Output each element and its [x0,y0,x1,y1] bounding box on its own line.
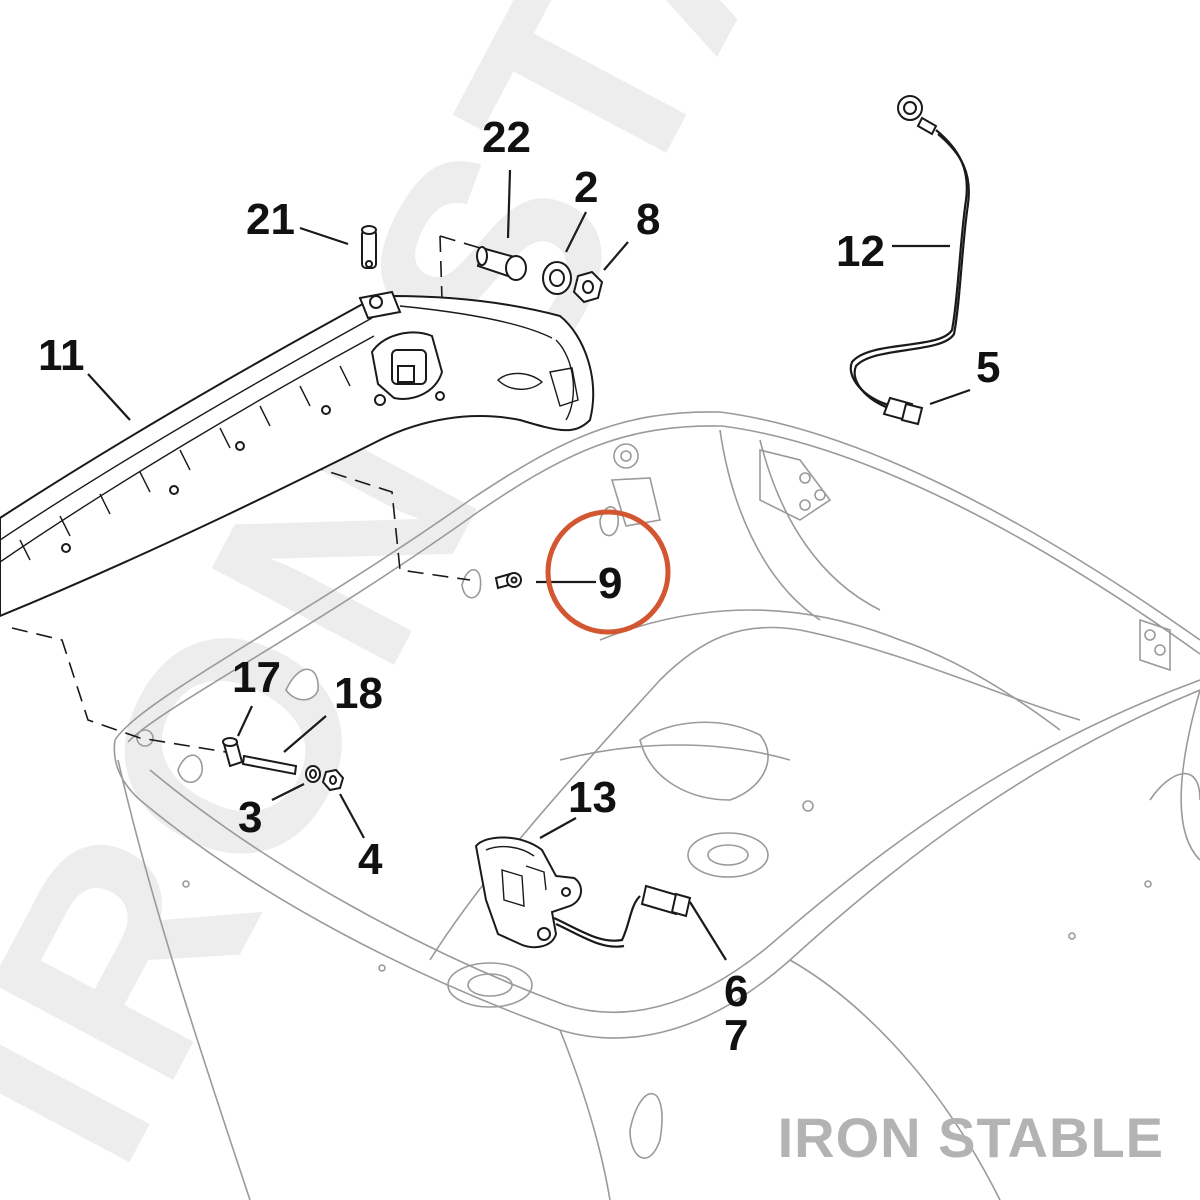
callout-22: 22 [482,113,531,162]
callout-4: 4 [358,835,383,884]
part-4-nut [321,768,345,792]
callout-5: 5 [976,343,1000,392]
part-2-washer [542,261,572,295]
callout-numbers: 22 2 8 21 12 11 5 9 17 18 3 4 13 6 7 [38,113,1000,1060]
part-17-sleeve [222,737,244,768]
callout-9: 9 [598,559,622,608]
brand-logo-text: IRON STABLE [777,1106,1164,1169]
part-21-pin [361,225,377,269]
callout-2: 2 [574,163,598,212]
callout-7: 7 [724,1011,748,1060]
highlight-circle [545,509,671,635]
part-12-harness [849,95,970,426]
callout-8: 8 [636,195,660,244]
callout-6: 6 [724,967,748,1016]
callout-21: 21 [246,195,295,244]
callout-11: 11 [38,331,85,380]
part-18-rod [241,754,298,776]
part-22-bushing [476,246,527,281]
part-8-nut [572,270,604,304]
part-3-washer [305,765,321,783]
part-9-screw [494,572,522,590]
callout-3: 3 [238,793,262,842]
lid-trim-rail [0,290,595,618]
callout-13: 13 [568,773,617,822]
callout-12: 12 [836,227,885,276]
callout-17: 17 [232,653,281,702]
part-13-latch [474,836,692,949]
callout-leaders [87,169,971,961]
callout-18: 18 [334,669,383,718]
